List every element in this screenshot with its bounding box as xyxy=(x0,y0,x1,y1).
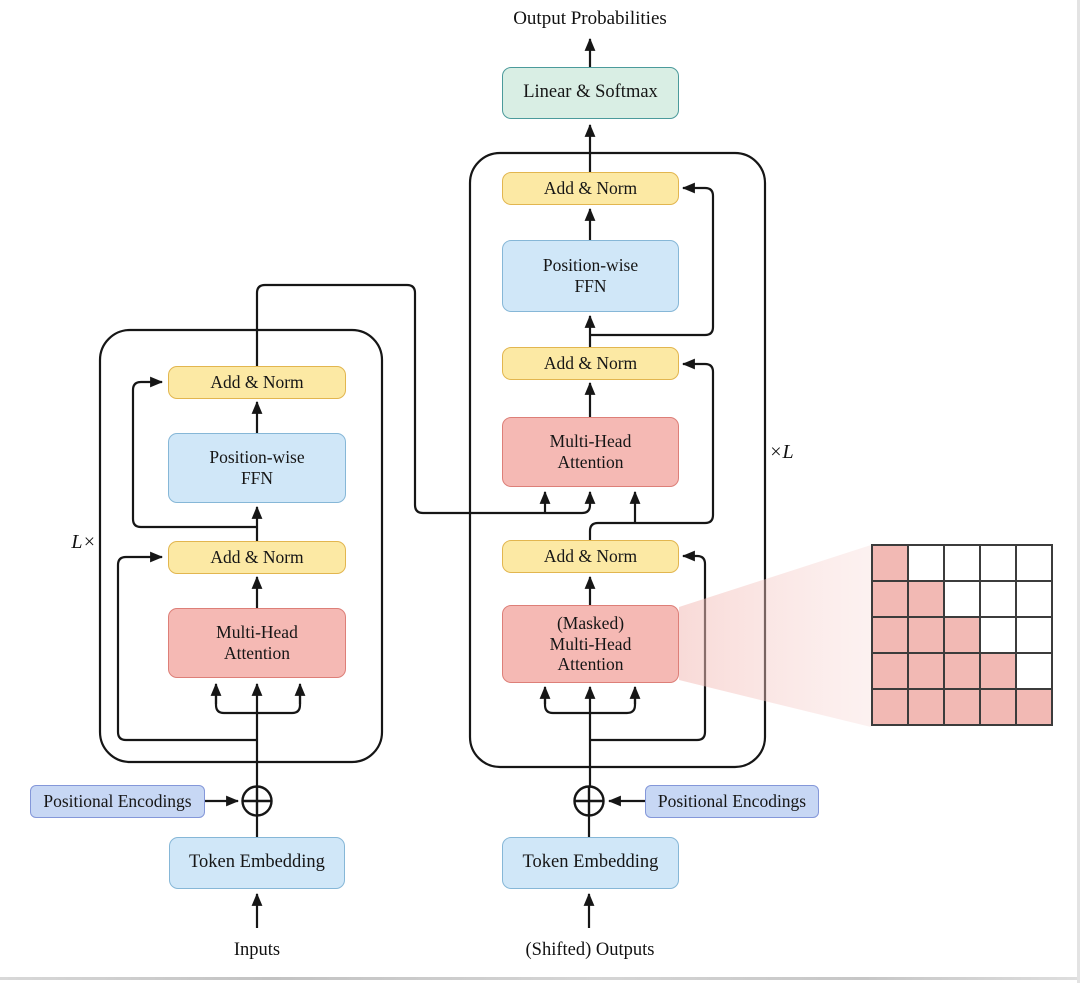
decoder-residual-ffn xyxy=(590,182,715,337)
matrix-cell xyxy=(945,582,979,616)
decoder-query-and-residual xyxy=(588,358,715,540)
decoder-qkv-bracket xyxy=(543,699,637,715)
encoder-token-embedding-box: Token Embedding xyxy=(169,837,345,889)
attention-mask-zoom-cone xyxy=(679,545,871,727)
encoder-residual-2 xyxy=(131,376,257,529)
matrix-cell xyxy=(981,654,1015,688)
decoder-add-norm-3-box: Add & Norm xyxy=(502,172,679,205)
inputs-label: Inputs xyxy=(233,940,281,960)
matrix-cell xyxy=(873,546,907,580)
decoder-add-norm-1-box: Add & Norm xyxy=(502,540,679,573)
matrix-cell xyxy=(1017,654,1051,688)
masked-attention-matrix xyxy=(871,544,1053,726)
matrix-cell xyxy=(1017,690,1051,724)
linear-softmax-box: Linear & Softmax xyxy=(502,67,679,119)
decoder-add-norm-2-box: Add & Norm xyxy=(502,347,679,380)
encoder-residual-1 xyxy=(116,551,257,742)
encoder-qkv-bracket xyxy=(214,696,302,715)
encoder-multi-head-attention-box: Multi-Head Attention xyxy=(168,608,346,678)
matrix-cell xyxy=(945,618,979,652)
shifted-outputs-label: (Shifted) Outputs xyxy=(525,940,655,960)
encoder-repeat-label: L× xyxy=(71,531,96,553)
matrix-cell xyxy=(981,582,1015,616)
matrix-cell xyxy=(945,654,979,688)
encoder-positional-encodings-box: Positional Encodings xyxy=(30,785,205,818)
matrix-cell xyxy=(909,546,943,580)
matrix-cell xyxy=(1017,618,1051,652)
masked-multi-head-attention-box: (Masked) Multi-Head Attention xyxy=(502,605,679,683)
matrix-cell xyxy=(945,546,979,580)
matrix-cell xyxy=(909,654,943,688)
matrix-cell xyxy=(909,618,943,652)
decoder-token-embedding-box: Token Embedding xyxy=(502,837,679,889)
photo-right-edge xyxy=(1077,0,1080,983)
encoder-container xyxy=(98,328,384,764)
matrix-cell xyxy=(873,582,907,616)
matrix-cell xyxy=(1017,546,1051,580)
encoder-add-circle xyxy=(241,785,273,817)
matrix-cell xyxy=(873,690,907,724)
decoder-repeat-label: ×L xyxy=(769,441,794,463)
matrix-cell xyxy=(873,654,907,688)
matrix-cell xyxy=(1017,582,1051,616)
encoder-position-wise-ffn-box: Position-wise FFN xyxy=(168,433,346,503)
decoder-container xyxy=(468,151,767,769)
wires xyxy=(98,37,767,928)
decoder-position-wise-ffn-box: Position-wise FFN xyxy=(502,240,679,312)
decoder-positional-encodings-box: Positional Encodings xyxy=(645,785,819,818)
photo-bottom-edge xyxy=(0,977,1080,980)
matrix-cell xyxy=(873,618,907,652)
output-probabilities-label: Output Probabilities xyxy=(513,8,667,29)
encoder-add-norm-2-box: Add & Norm xyxy=(168,366,346,399)
matrix-cell xyxy=(981,618,1015,652)
decoder-add-circle xyxy=(573,785,605,817)
matrix-cell xyxy=(981,690,1015,724)
matrix-cell xyxy=(909,690,943,724)
encoder-output-to-decoder xyxy=(255,283,596,515)
encoder-add-norm-1-box: Add & Norm xyxy=(168,541,346,574)
matrix-cell xyxy=(945,690,979,724)
matrix-cell xyxy=(909,582,943,616)
decoder-multi-head-attention-box: Multi-Head Attention xyxy=(502,417,679,487)
matrix-cell xyxy=(981,546,1015,580)
